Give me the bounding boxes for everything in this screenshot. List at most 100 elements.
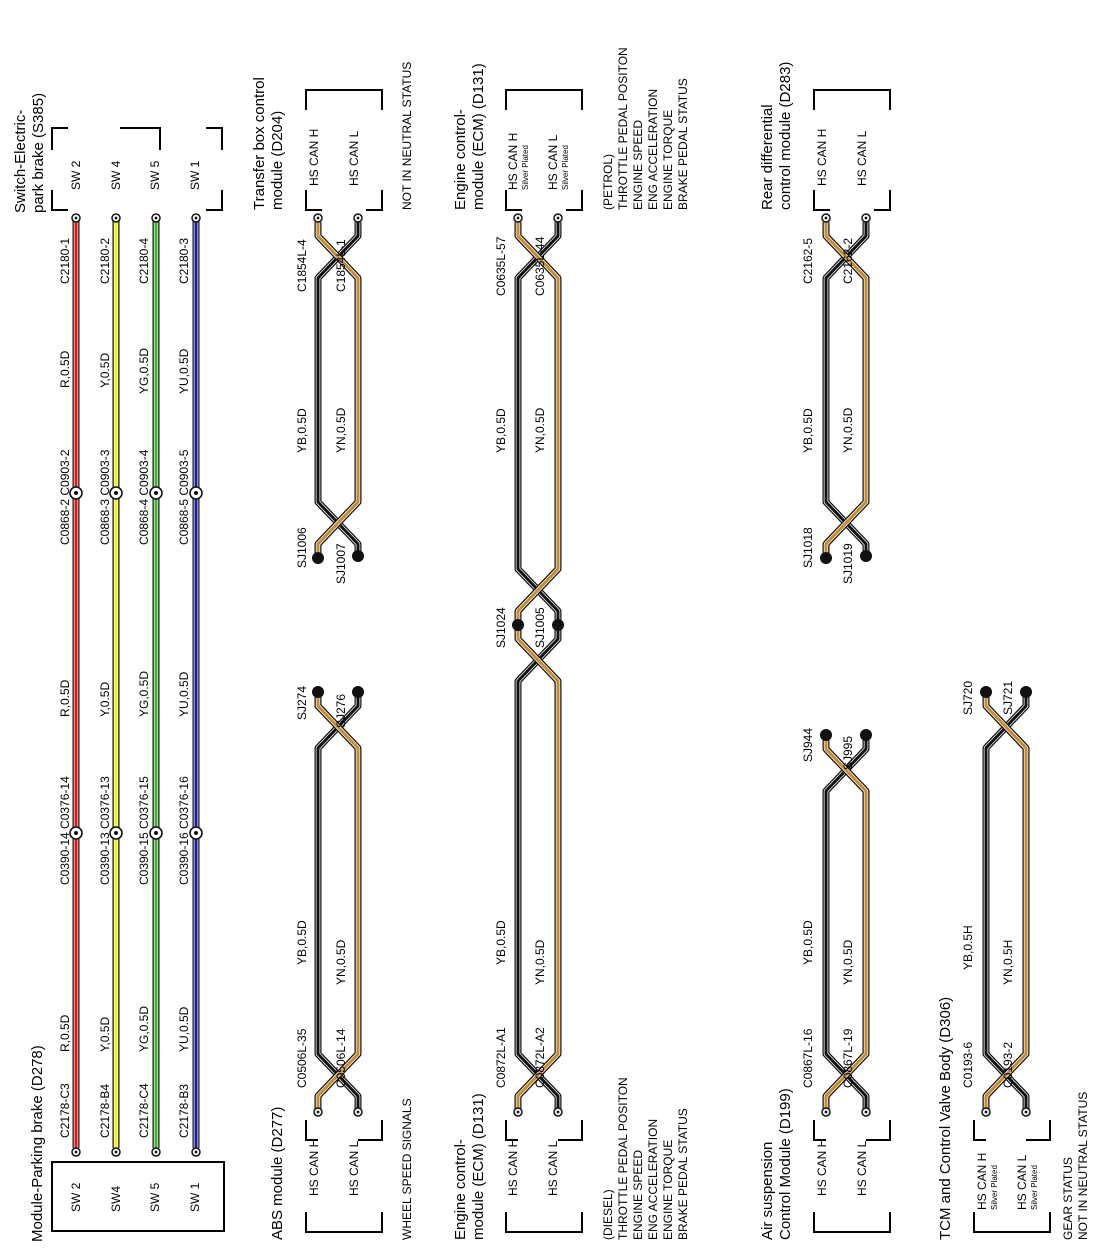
air-susp-conn-h: C0867L-16 [801, 1028, 815, 1088]
ecm-diesel-pin-l: HS CAN L [546, 1140, 560, 1196]
air-susp-splice-l-mark [860, 729, 872, 741]
ecm-petrol-splice-h-mark [512, 619, 524, 631]
module-boxes-layer [51, 89, 1051, 1233]
air-susp-pin-h: HS CAN H [815, 1139, 829, 1196]
transfer-conn-l: C1854L-1 [334, 239, 348, 292]
air-susp-can-bottom-h [824, 735, 868, 1110]
tcm-conn-h: C0193-6 [961, 1042, 975, 1088]
epb-module-pin-sw4: SW4 [109, 1186, 123, 1212]
ecm-diesel-box [505, 1120, 583, 1233]
epb-wire-red-bottom-pin-dot [74, 1150, 78, 1154]
air-susp-pin-l: HS CAN L [855, 1140, 869, 1196]
connectors-layer [69, 213, 1032, 1157]
abs-box [305, 1120, 383, 1233]
transfer-can-top-h [316, 222, 360, 558]
ecm-petrol-note-0: (PETROL) [601, 154, 615, 210]
epb-wire-blue-bottom-pin-dot [194, 1150, 198, 1154]
tcm-box [973, 1120, 1051, 1233]
ecm-diesel-title-1: Engine control- [452, 1139, 469, 1240]
epb-wire-red-inline2-dot [74, 831, 78, 835]
tcm-title: TCM and Control Valve Body (D306) [937, 997, 954, 1240]
tcm-can-bottom-l [984, 692, 1028, 1110]
tcm-pin-h-mark-dot [984, 1110, 988, 1114]
ecm-petrol-plate-l: Silver Plated [561, 145, 570, 190]
epb-wire-yellow-top-pin-dot [114, 216, 118, 220]
ecm-diesel-pin-h-mark-dot [516, 1110, 520, 1114]
ecm-diesel-wire-h: YB,0.5D [494, 920, 508, 965]
epb-wire-top-blue: YU,0.5D [177, 348, 191, 394]
tcm-pin-l-mark-dot [1024, 1110, 1028, 1114]
rear-diff-pin-l-mark-dot [864, 216, 868, 220]
epb-switch-box [51, 127, 223, 150]
epb-wire-bot-yellow: Y,0.5D [98, 1017, 112, 1052]
epb-wire-yellow-inline1-dot [114, 491, 118, 495]
ecm-petrol-pin-l: HS CAN L [546, 134, 560, 190]
abs-splice-l-mark [352, 686, 364, 698]
epb-wire-green-inline1-dot [154, 491, 158, 495]
transfer-title-2: module (D204) [269, 111, 286, 210]
epb-wire-bot-green: YG,0.5D [137, 1006, 151, 1052]
epb-wire-bot-blue: YU,0.5D [177, 1006, 191, 1052]
abs-splice-h-mark [312, 686, 324, 698]
epb-conn-top-red: C2180-1 [58, 238, 72, 284]
ecm-petrol-note-5: BRAKE PEDAL STATUS [676, 78, 690, 210]
epb-switch-title-2: park brake (S385) [30, 93, 47, 213]
air-susp-box [813, 1120, 891, 1233]
epb-wire-top-red: R,0.5D [58, 350, 72, 388]
ecm-petrol-pin-h-mark-dot [516, 216, 520, 220]
epb-module-pin-sw2: SW 2 [69, 1182, 83, 1212]
ecm-petrol-can-top-l [516, 222, 560, 625]
tcm-plate-h: Silver Plated [990, 1165, 999, 1210]
ecm-petrol-plate-h: Silver Plated [521, 145, 530, 190]
tcm-wire-l: YN,0.5H [1001, 940, 1015, 985]
ecm-can-middle-h [516, 625, 560, 1110]
epb-wire-mid-yellow: Y,0.5D [98, 682, 112, 717]
air-susp-title-2: Control Module (D199) [777, 1088, 794, 1240]
rear-diff-conn-l: C2162-2 [841, 238, 855, 284]
abs-pin-l: HS CAN L [347, 1140, 361, 1196]
tcm-splice-h: SJ720 [961, 681, 975, 715]
ecm-diesel-pin-l-mark-dot [556, 1110, 560, 1114]
ecm-petrol-box [505, 89, 583, 211]
rear-diff-title-2: control module (D283) [777, 62, 794, 210]
ecm-petrol-pin-h: HS CAN H [506, 133, 520, 190]
epb-inline1-yellow: C0868-3 C0903-3 [98, 449, 112, 545]
ecm-conn-l: C0635L-44 [533, 236, 547, 296]
epb-inline2-red: C0390-14 C0376-14 [58, 776, 72, 885]
abs-conn-l: C0506L-14 [334, 1028, 348, 1088]
abs-wire-h: YB,0.5D [295, 920, 309, 965]
epb-module-box [51, 1161, 225, 1232]
transfer-can-top-l [316, 222, 360, 558]
abs-title: ABS module (D277) [269, 1107, 286, 1240]
air-susp-title-1: Air suspension [759, 1142, 776, 1240]
transfer-wire-l: YN,0.5D [334, 407, 348, 453]
transfer-title-1: Transfer box control [251, 77, 268, 210]
ecm-diesel-note-0: (DIESEL) [601, 1189, 615, 1240]
ecm-diesel-title-2: module (ECM) (D131) [470, 1093, 487, 1240]
epb-module-pin-sw5: SW 5 [148, 1182, 162, 1212]
air-susp-splice-h-mark [820, 729, 832, 741]
ecm-petrol-splice-l-mark [552, 619, 564, 631]
wires-layer [72, 218, 1030, 1148]
abs-pin-h: HS CAN H [307, 1139, 321, 1196]
transfer-pin-hs-can-h: HS CAN H [307, 129, 321, 186]
epb-inline1-blue: C0868-5 C0903-5 [177, 449, 191, 545]
ecm-wire-l: YN,0.5D [533, 407, 547, 453]
abs-can-bottom-l [316, 692, 360, 1110]
tcm-pin-l: HS CAN L [1015, 1154, 1029, 1210]
epb-wire-top-yellow: Y,0.5D [98, 353, 112, 388]
epb-wire-yellow-bottom-pin-dot [114, 1150, 118, 1154]
abs-conn-h: C0506L-35 [295, 1028, 309, 1088]
rear-diff-splice-h-mark [820, 552, 832, 564]
epb-inline2-blue: C0390-16 C0376-16 [177, 776, 191, 885]
air-susp-conn-l: C0867L-19 [841, 1028, 855, 1088]
rear-diff-wire-h: YB,0.5D [801, 408, 815, 453]
ecm-can-middle-l [516, 625, 560, 1110]
epb-wire-mid-blue: YU,0.5D [177, 671, 191, 717]
epb-wire-top-green: YG,0.5D [137, 348, 151, 394]
air-susp-splice-h: SJ944 [801, 728, 815, 762]
epb-wire-yellow-inline2-dot [114, 831, 118, 835]
abs-pin-h-mark-dot [316, 1110, 320, 1114]
epb-wire-bot-red: R,0.5D [58, 1014, 72, 1052]
transfer-splice-h-mark [312, 552, 324, 564]
